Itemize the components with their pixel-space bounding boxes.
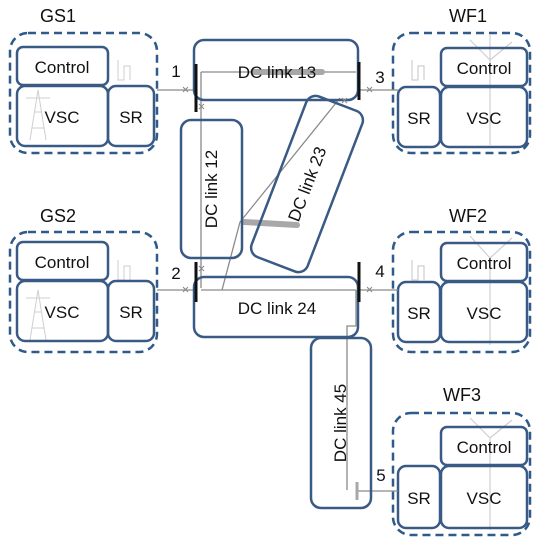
wf1-turbine-icon <box>411 35 513 145</box>
link23-box <box>249 94 365 274</box>
gs2-pylon-icon <box>26 260 131 341</box>
dc-link-23: DC link 23 <box>249 94 365 274</box>
station-wf2: WF2 Control SR VSC <box>391 206 532 354</box>
cable-bars <box>241 69 325 228</box>
gs2-sr-label: SR <box>119 303 143 322</box>
gs1-control-label: Control <box>35 58 90 77</box>
wf2-title: WF2 <box>449 206 487 226</box>
link45-label: DC link 45 <box>331 384 350 462</box>
wf3-turbine-icon <box>469 417 513 530</box>
node-4-label: 4 <box>375 262 384 281</box>
bus-bars <box>194 62 361 302</box>
gs2-control-label: Control <box>35 253 90 272</box>
wf3-title: WF3 <box>443 385 481 405</box>
link24-label: DC link 24 <box>238 299 316 318</box>
gs2-vsc-label: VSC <box>45 303 80 322</box>
wf3-vsc-box <box>439 464 529 530</box>
breaker-markers <box>182 86 373 293</box>
node-5-label: 5 <box>376 466 385 485</box>
gs1-sr-label: SR <box>119 108 143 127</box>
wf3-boundary <box>391 411 532 537</box>
wf2-sr-label: SR <box>407 304 431 323</box>
wf2-turbine-icon <box>411 235 513 345</box>
station-wf3: WF3 Control SR VSC <box>391 385 532 537</box>
wf3-sr-label: SR <box>407 489 431 508</box>
dc-link-24: DC link 24 <box>192 275 360 339</box>
link45-conductor <box>346 290 357 490</box>
link23-label: DC link 23 <box>285 144 331 224</box>
wf1-title: WF1 <box>449 6 487 26</box>
dc-link-45: DC link 45 <box>309 336 373 510</box>
wf2-boundary <box>391 230 532 354</box>
wf3-control-label: Control <box>457 438 512 457</box>
gs1-sr-box <box>106 84 156 148</box>
node-2-label: 2 <box>171 264 180 283</box>
wf1-vsc-label: VSC <box>467 109 502 128</box>
gs1-vsc-label: VSC <box>45 108 80 127</box>
wf3-vsc-label: VSC <box>467 489 502 508</box>
wf1-boundary <box>391 31 532 155</box>
wf1-vsc-box <box>439 85 529 149</box>
gs1-pylon-icon <box>26 60 131 141</box>
link13-label: DC link 13 <box>238 63 316 82</box>
gs2-title: GS2 <box>40 206 76 226</box>
wf2-control-label: Control <box>457 254 512 273</box>
link23-cable-bar <box>241 219 300 228</box>
node-3-label: 3 <box>375 68 384 87</box>
link23-conductor <box>221 97 341 291</box>
link12-label: DC link 12 <box>202 150 221 228</box>
wf1-control-label: Control <box>457 59 512 78</box>
wf2-vsc-box <box>439 280 529 344</box>
link45-box <box>309 336 373 510</box>
gs2-sr-box <box>106 279 156 343</box>
dc-link-13: DC link 13 <box>192 38 360 102</box>
connection-lines <box>157 71 398 492</box>
station-wf1: WF1 Control SR VSC <box>391 6 532 155</box>
link24-box <box>192 275 360 339</box>
wf1-sr-label: SR <box>407 109 431 128</box>
node-1-label: 1 <box>171 62 180 81</box>
station-gs2: GS2 Control VSC SR <box>8 206 159 354</box>
link12-box <box>179 118 244 260</box>
dc-link-12: DC link 12 <box>179 118 244 260</box>
gs2-boundary <box>8 230 159 354</box>
gs1-title: GS1 <box>40 6 76 26</box>
wf2-vsc-label: VSC <box>467 304 502 323</box>
gs1-boundary <box>8 31 159 155</box>
station-gs1: GS1 Control VSC SR <box>8 6 159 155</box>
